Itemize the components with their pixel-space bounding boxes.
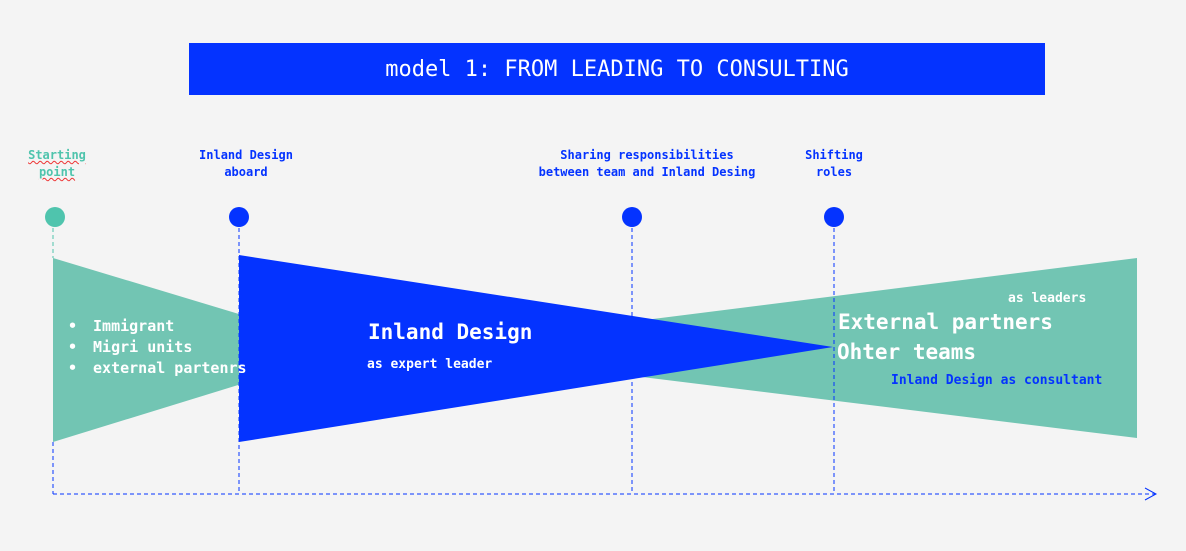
milestone-label-start: Starting point: [17, 147, 97, 181]
inland-subtitle: as expert leader: [367, 357, 493, 372]
milestone-line: aboard: [224, 165, 268, 179]
page-title: model 1: FROM LEADING TO CONSULTING: [189, 43, 1045, 95]
milestone-line: between team and Inland Desing: [538, 165, 756, 179]
list-item: external partenrs: [68, 358, 247, 379]
milestone-label-aboard: Inland Design aboard: [176, 147, 316, 181]
inland-wedge: [239, 255, 833, 442]
list-item: Immigrant: [68, 316, 247, 337]
milestone-dot-shifting: [824, 207, 844, 227]
milestone-label-sharing: Sharing responsibilities between team an…: [512, 147, 782, 181]
milestone-dot-aboard: [229, 207, 249, 227]
milestone-line: Starting: [28, 148, 86, 162]
milestone-line: roles: [815, 165, 853, 179]
arrow-head-icon: [1144, 487, 1158, 501]
list-item: Migri units: [68, 337, 247, 358]
milestone-dot-sharing: [622, 207, 642, 227]
partners-line2: Ohter teams: [837, 340, 977, 364]
milestone-line: Sharing responsibilities: [560, 148, 734, 162]
partners-line1: External partners: [838, 310, 1053, 334]
milestone-line: Inland Design: [199, 148, 293, 162]
start-group-list: Immigrant Migri units external partenrs: [68, 316, 247, 379]
consultant-label: Inland Design as consultant: [891, 373, 1103, 388]
partners-tag: as leaders: [1008, 291, 1087, 306]
milestone-dot-start: [45, 207, 65, 227]
milestone-line: point: [38, 165, 76, 179]
milestone-line: Shifting: [805, 148, 863, 162]
inland-title: Inland Design: [368, 320, 533, 344]
milestone-label-shifting: Shifting roles: [784, 147, 884, 181]
